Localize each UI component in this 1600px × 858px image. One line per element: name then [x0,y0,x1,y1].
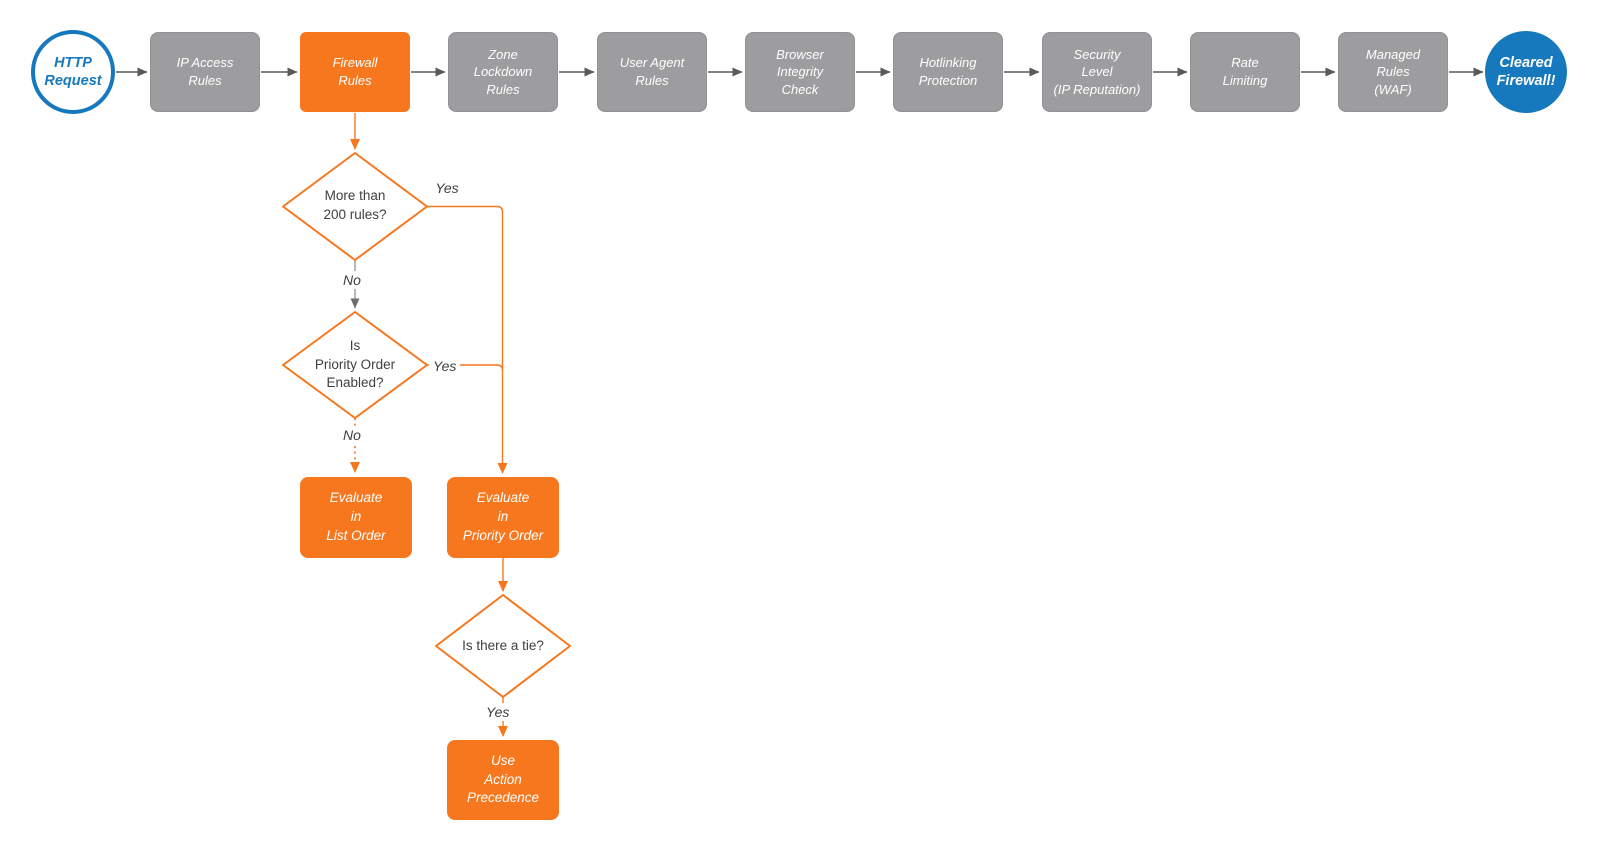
edge-label-d3-yes: Yes [482,703,514,721]
stage-firewall-rules: Firewall Rules [300,32,410,112]
stage-user-agent-rules: User Agent Rules [597,32,707,112]
edge-label-d1-yes: Yes [435,180,459,196]
action-use-action-precedence: Use Action Precedence [447,740,559,820]
decision-is-there-a-tie-shape [435,594,571,698]
decision-priority-order-enabled-label: Is Priority Order Enabled? [314,337,396,391]
decision-more-than-200-rules-shape [282,152,428,261]
stage-managed-rules-waf: Managed Rules (WAF) [1338,32,1448,112]
stage-ip-access-rules: IP Access Rules [150,32,260,112]
stage-browser-integrity-check: Browser Integrity Check [745,32,855,112]
action-evaluate-in-priority-order: Evaluate in Priority Order [447,477,559,558]
edge-d1-yes-trunk [427,205,508,474]
stage-rate-limiting: Rate Limiting [1190,32,1300,112]
stage-security-level-ip-reputation: Security Level (IP Reputation) [1042,32,1152,112]
decision-priority-order-enabled-shape [282,311,428,419]
decision-more-than-200-rules-label: More than 200 rules? [323,188,387,222]
start-node-http-request: HTTP Request [31,30,115,114]
edge-label-d2-no: No [339,426,365,444]
edge-label-d2-yes: Yes [429,357,461,375]
edge-d2-yes-join [427,364,504,371]
end-node-cleared-firewall: Cleared Firewall! [1485,31,1567,113]
decision-is-there-a-tie-label: Is there a tie? [462,637,544,653]
stage-hotlinking-protection: Hotlinking Protection [893,32,1003,112]
stage-zone-lockdown-rules: Zone Lockdown Rules [448,32,558,112]
action-evaluate-in-list-order: Evaluate in List Order [300,477,412,558]
edge-label-d1-no: No [339,271,365,289]
